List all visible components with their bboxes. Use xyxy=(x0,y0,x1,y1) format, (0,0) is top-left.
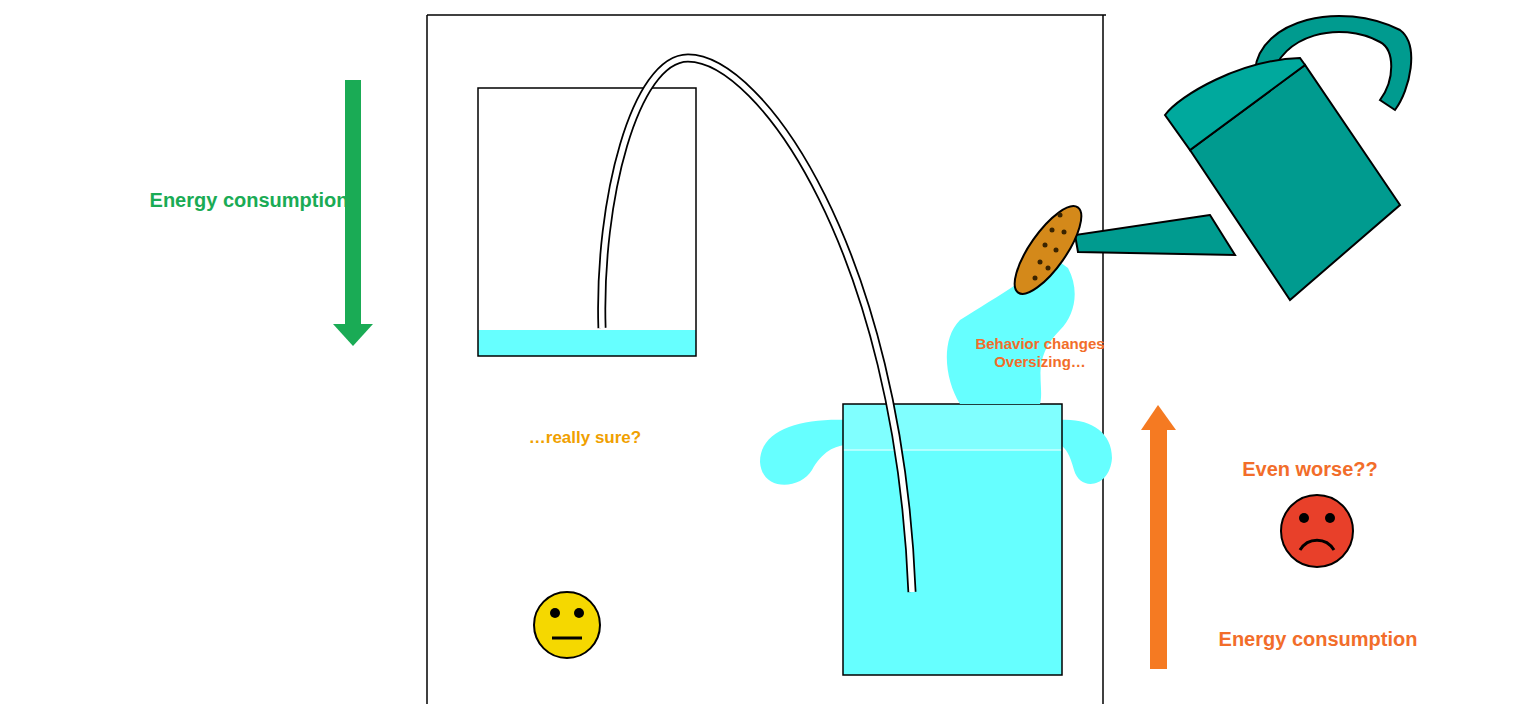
frame-line xyxy=(427,14,1106,16)
can-top xyxy=(1165,58,1305,150)
face-eye xyxy=(550,608,560,618)
frame-line xyxy=(426,15,428,704)
face-eye xyxy=(1325,513,1335,523)
can-spout xyxy=(1075,215,1235,255)
face-eye xyxy=(1299,513,1309,523)
can-rose xyxy=(1003,197,1092,303)
water xyxy=(478,330,696,356)
siphon-tube-inner xyxy=(602,58,912,592)
small-tank xyxy=(478,88,696,356)
question-note: …really sure? xyxy=(485,428,685,448)
water-surplus xyxy=(843,404,1062,450)
face-mouth xyxy=(552,637,582,640)
arrow-head xyxy=(1141,405,1176,430)
face-eye xyxy=(574,608,584,618)
cause-note: Behavior changes Oversizing… xyxy=(965,335,1115,371)
pouring-water xyxy=(947,255,1075,404)
siphon-tube xyxy=(602,58,912,592)
water-line xyxy=(843,449,1062,451)
arrow-shaft xyxy=(1150,426,1167,669)
big-tank xyxy=(843,404,1062,675)
neutral-face xyxy=(534,592,600,658)
water xyxy=(843,404,1062,675)
axis-label: Energy consumption xyxy=(119,188,379,212)
warning-note: Even worse?? xyxy=(1210,457,1410,481)
overflow-drop xyxy=(760,420,848,485)
axis-label: Energy consumption xyxy=(1188,627,1448,651)
overflow-drop xyxy=(1060,420,1112,484)
arrow-head xyxy=(333,324,373,346)
frame-line xyxy=(1102,15,1104,704)
sad-face xyxy=(1281,495,1353,567)
rose-holes xyxy=(1033,213,1067,281)
face-mouth xyxy=(1300,540,1334,550)
